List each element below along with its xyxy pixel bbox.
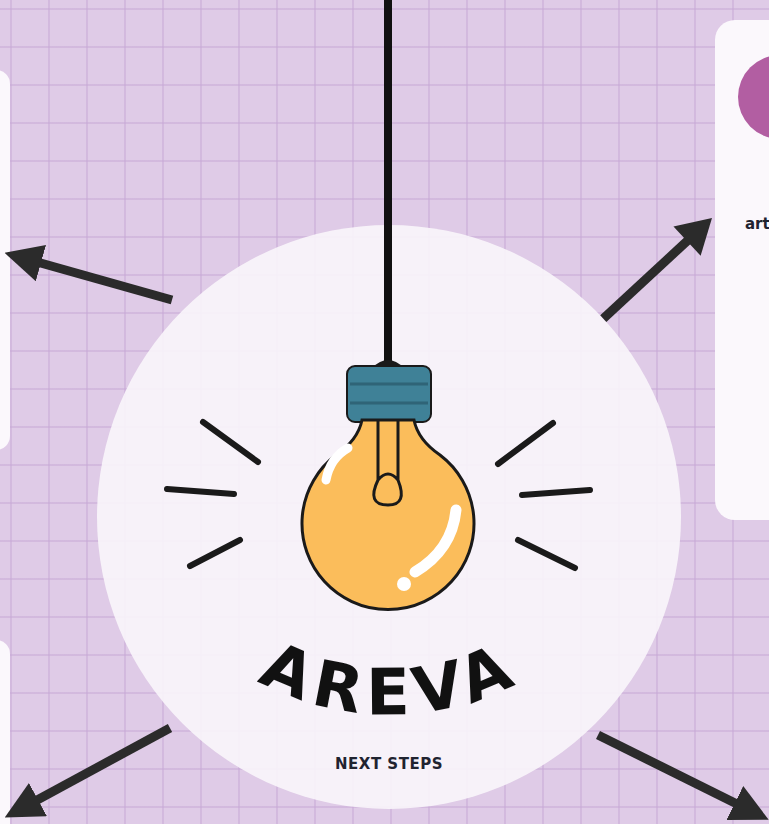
pointer-arrow [30, 260, 172, 300]
brand-title: AREVA [251, 627, 530, 729]
brand-title: AREVA [251, 627, 530, 729]
socket-band [350, 402, 428, 405]
central-circle: AREVA NEXT STEPS [97, 225, 681, 809]
bulb-filament [374, 420, 402, 505]
subtitle: NEXT STEPS [97, 755, 681, 773]
bulb-cord [384, 0, 392, 365]
pointer-arrow [598, 735, 745, 808]
bulb-highlight [326, 448, 348, 480]
bulb-socket [347, 366, 431, 422]
info-card: art [715, 20, 769, 520]
title-arc: AREVA [97, 225, 681, 809]
bulb-highlight [415, 510, 456, 572]
pointer-arrow [28, 728, 170, 805]
socket-band [350, 383, 428, 386]
socket-cap [372, 360, 404, 368]
side-panel [0, 640, 10, 824]
side-panel [0, 70, 10, 450]
light-rays [167, 422, 590, 568]
arrow-connector [603, 218, 712, 319]
card-text: art [745, 215, 769, 233]
arrow-shaft [603, 238, 690, 318]
card-badge [738, 55, 769, 139]
bulb-highlight [397, 577, 411, 591]
arrow-head [673, 218, 712, 256]
bulb-glass [302, 420, 474, 609]
